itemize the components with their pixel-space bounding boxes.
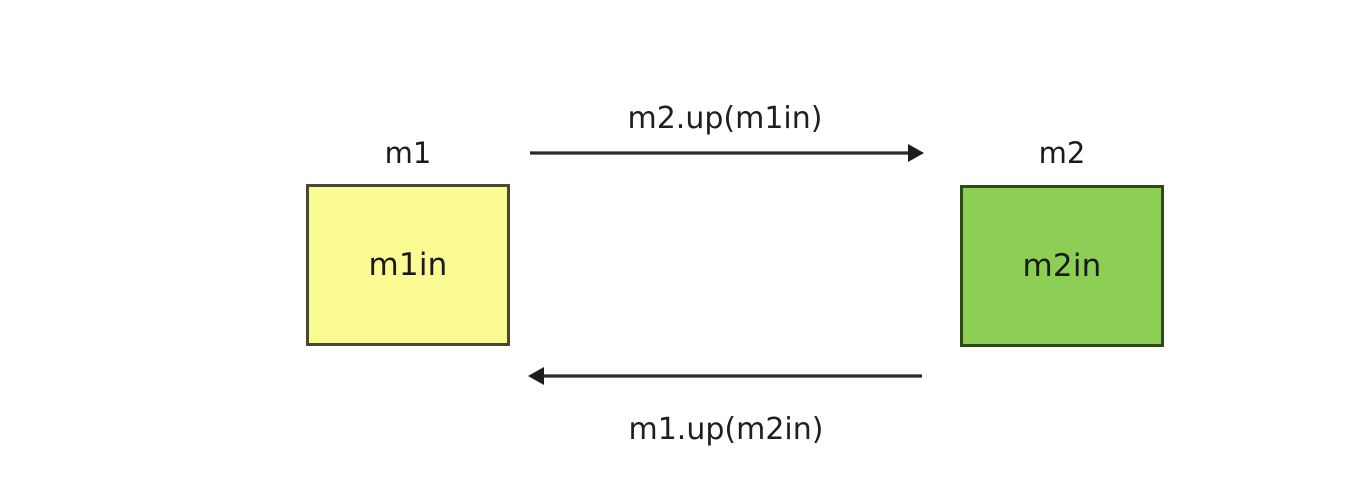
module-box-m2[interactable]: m2in [960, 185, 1164, 347]
arrow-label-bottom: m1.up(m2in) [628, 412, 824, 447]
module-inner-label-m1in: m1in [368, 246, 448, 283]
arrow-right-icon [530, 144, 924, 162]
arrow-label-top: m2.up(m1in) [627, 101, 823, 136]
arrow-left-icon [528, 367, 922, 385]
module-box-m1[interactable]: m1in [306, 184, 510, 346]
module-title-m1: m1 [384, 136, 432, 170]
module-title-m2: m2 [1038, 136, 1086, 170]
module-inner-label-m2in: m2in [1022, 247, 1102, 284]
